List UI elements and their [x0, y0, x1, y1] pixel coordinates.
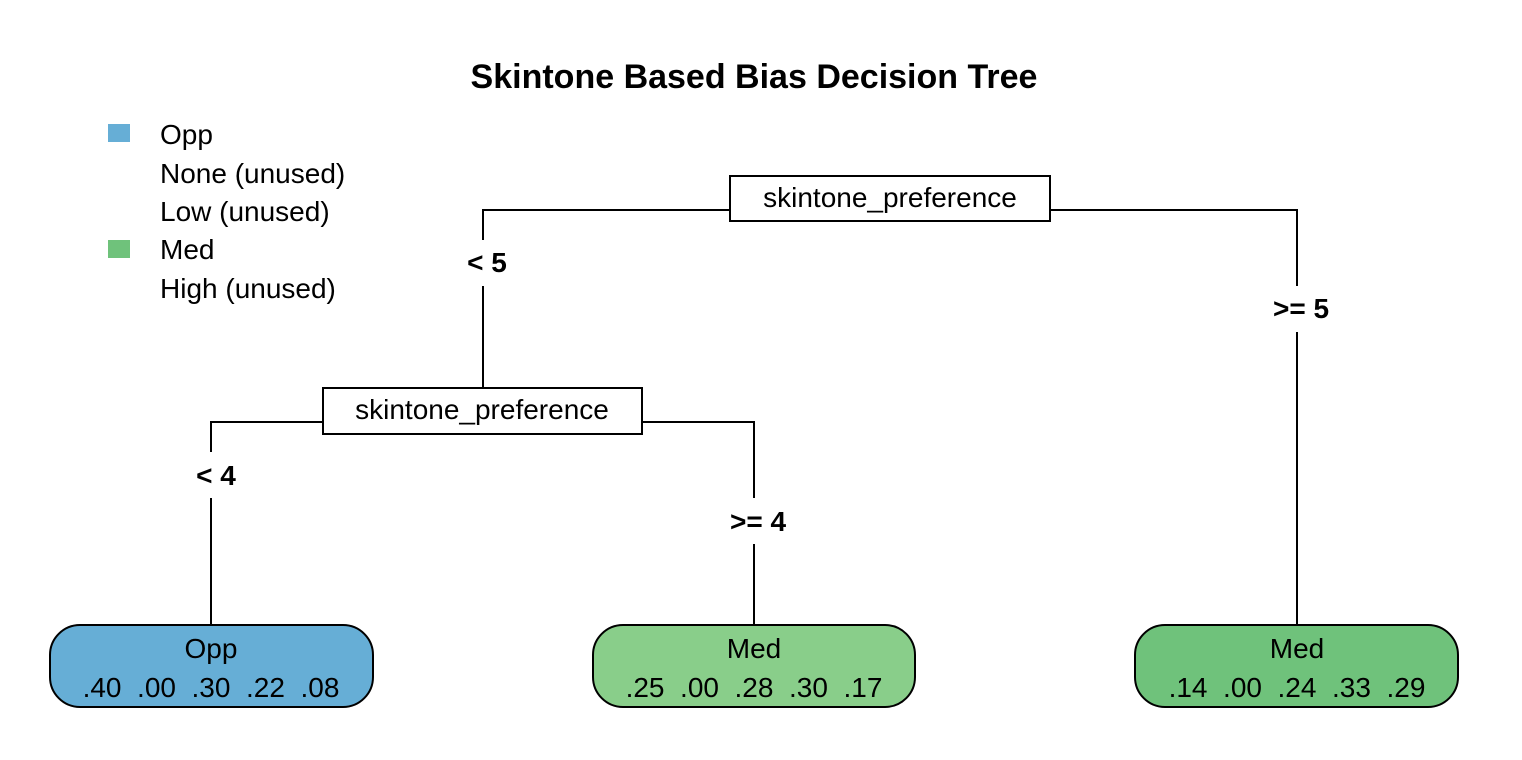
leaf-class-label: Med	[1270, 633, 1324, 664]
legend-label-none: None (unused)	[160, 158, 345, 189]
branch-labels: < 5 >= 5 < 4 >= 4	[186, 240, 1334, 544]
legend: Opp None (unused) Low (unused) Med High …	[108, 119, 345, 304]
edge-child-left	[210, 421, 323, 625]
edge-root-right	[1050, 209, 1298, 625]
leaf-probabilities: .14 .00 .24 .33 .29	[1169, 672, 1426, 703]
leaf-probabilities: .25 .00 .28 .30 .17	[626, 672, 883, 703]
leaf-node-2: Med .25 .00 .28 .30 .17	[592, 624, 916, 708]
split-node-root: skintone_preference	[729, 175, 1051, 222]
legend-swatch-med	[108, 240, 130, 258]
legend-label-opp: Opp	[160, 119, 213, 150]
branch-label-root-left: < 5	[467, 247, 507, 278]
tree-edges	[210, 209, 1298, 625]
split-label-root: skintone_preference	[763, 182, 1017, 213]
branch-label-root-right: >= 5	[1273, 293, 1329, 324]
leaf-class-label: Med	[727, 633, 781, 664]
branch-label-child-right: >= 4	[730, 506, 786, 537]
leaf-node-1: Opp .40 .00 .30 .22 .08	[49, 624, 374, 708]
split-label-child: skintone_preference	[355, 394, 609, 425]
legend-swatch-opp	[108, 124, 130, 142]
legend-label-high: High (unused)	[160, 273, 336, 304]
branch-label-child-left: < 4	[196, 460, 236, 491]
leaf-probabilities: .40 .00 .30 .22 .08	[83, 672, 340, 703]
diagram-title: Skintone Based Bias Decision Tree	[471, 58, 1038, 96]
split-node-child: skintone_preference	[322, 387, 643, 435]
legend-label-low: Low (unused)	[160, 196, 330, 227]
edge-root-left	[482, 209, 730, 388]
edge-child-right	[642, 421, 755, 625]
leaf-class-label: Opp	[185, 633, 238, 664]
legend-label-med: Med	[160, 234, 214, 265]
leaf-node-3: Med .14 .00 .24 .33 .29	[1134, 624, 1459, 708]
